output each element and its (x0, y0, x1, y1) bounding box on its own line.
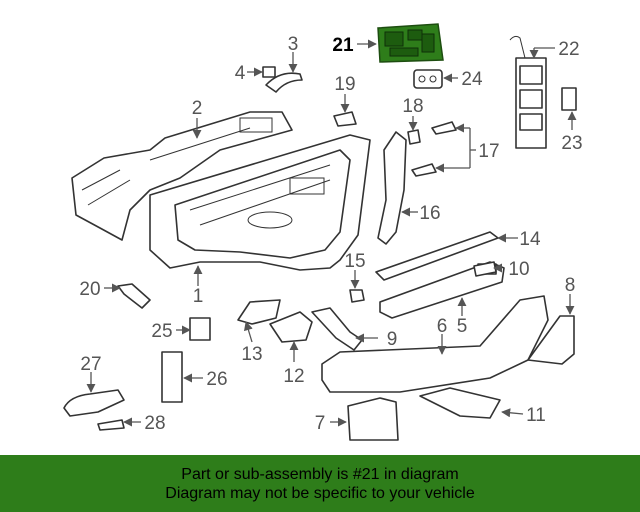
callout-17: 17 (478, 141, 499, 162)
callout-15: 15 (344, 251, 365, 272)
part-18-nut[interactable] (407, 129, 421, 145)
part-19-bracket[interactable] (333, 111, 357, 127)
callout-22: 22 (558, 39, 579, 60)
part-21-window-switch[interactable] (377, 23, 444, 63)
callout-8: 8 (565, 275, 576, 296)
callout-14: 14 (519, 229, 541, 250)
part-26-plate[interactable] (161, 351, 183, 403)
callout-23: 23 (561, 133, 582, 154)
callout-2: 2 (192, 98, 203, 119)
info-banner: Part or sub-assembly is #21 in diagram D… (0, 455, 640, 512)
callout-4: 4 (235, 63, 246, 84)
part-27-inner-handle[interactable] (63, 389, 125, 417)
part-3-handle[interactable] (265, 72, 303, 93)
callout-7: 7 (315, 413, 326, 434)
part-24-small-switch[interactable] (413, 69, 443, 89)
callout-9: 9 (387, 329, 398, 350)
part-22-switch-bezel[interactable] (509, 35, 547, 149)
part-23-switch-cap[interactable] (561, 87, 577, 111)
callout-24: 24 (461, 69, 483, 90)
callout-18: 18 (402, 96, 423, 117)
callout-19: 19 (334, 74, 355, 95)
part-1-door-frame[interactable] (149, 134, 371, 271)
banner-line-1: Part or sub-assembly is #21 in diagram (181, 465, 459, 483)
callout-28: 28 (144, 413, 165, 434)
callout-27: 27 (80, 354, 101, 375)
part-15-push-pin[interactable] (349, 289, 365, 303)
part-12-bracket[interactable] (269, 311, 313, 343)
callout-labels: 1 2 3 4 5 6 7 8 9 10 11 12 13 14 15 16 1… (79, 34, 582, 434)
leader-lines (86, 39, 577, 427)
parts-diagram: 1 2 3 4 5 6 7 8 9 10 11 12 13 14 15 16 1… (63, 23, 583, 441)
callout-5: 5 (457, 316, 468, 337)
part-7-pad[interactable] (347, 397, 399, 441)
part-13-hinge[interactable] (237, 299, 281, 325)
part-16-trim[interactable] (377, 131, 407, 245)
part-6-lower-trim[interactable] (321, 295, 549, 393)
part-11-decor[interactable] (419, 387, 501, 419)
callout-26: 26 (206, 369, 227, 390)
banner-line-2: Diagram may not be specific to your vehi… (165, 484, 475, 502)
callout-16: 16 (419, 203, 440, 224)
part-17-screws[interactable] (411, 121, 457, 177)
part-2-inner-panel[interactable] (71, 111, 293, 241)
callout-3: 3 (288, 34, 299, 55)
part-4-clip[interactable] (262, 66, 276, 78)
callout-20: 20 (79, 279, 100, 300)
part-25-bracket[interactable] (189, 317, 211, 341)
callout-10: 10 (508, 259, 529, 280)
callout-11: 11 (526, 405, 546, 426)
part-20-connector[interactable] (117, 283, 151, 309)
part-8-cover[interactable] (527, 315, 575, 365)
part-28-screw[interactable] (97, 419, 125, 431)
callout-21: 21 (332, 35, 354, 56)
callout-6: 6 (437, 316, 448, 337)
callout-25: 25 (151, 321, 172, 342)
part-9-pull-handle[interactable] (311, 307, 363, 351)
callout-13: 13 (241, 344, 262, 365)
callout-1: 1 (193, 286, 204, 307)
callout-12: 12 (283, 366, 304, 387)
